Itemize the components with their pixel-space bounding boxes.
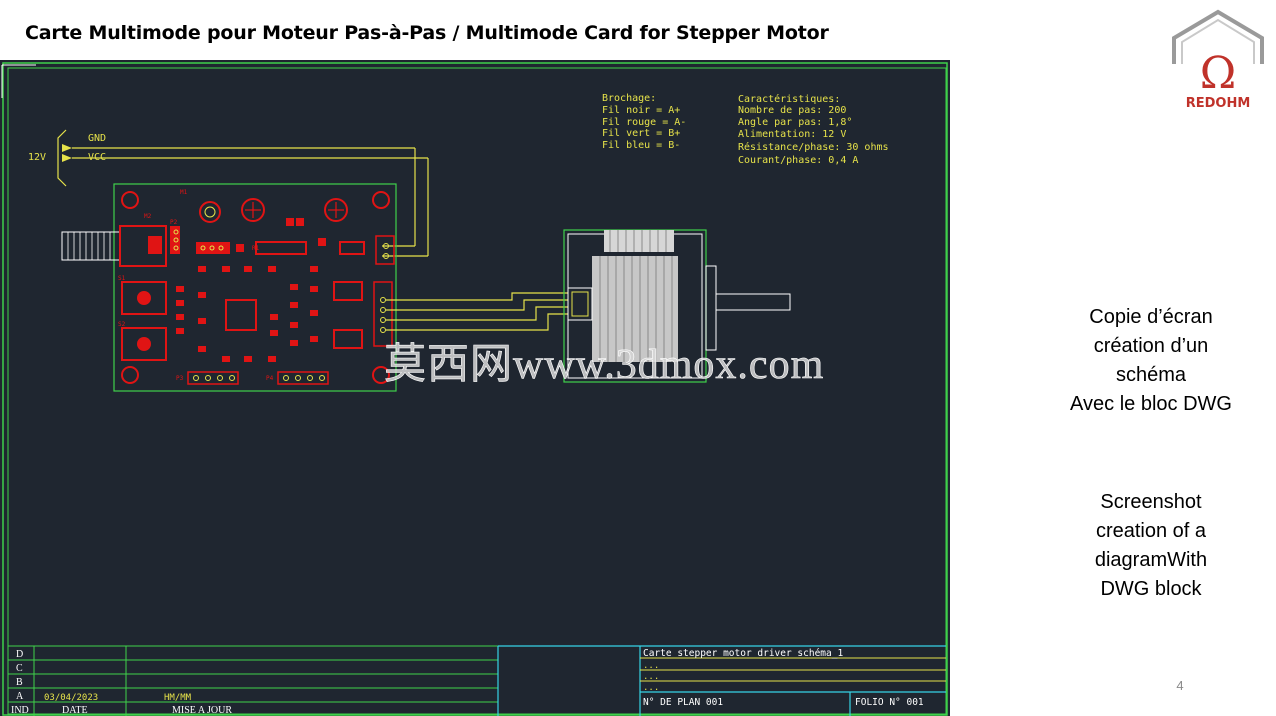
side-caption-french: Copie d’écran création d’un schéma Avec …: [1070, 306, 1232, 415]
potentiometer: [61, 225, 167, 267]
svg-text:Résistance/phase: 30 ohms: Résistance/phase: 30 ohms: [738, 141, 889, 153]
svg-text:B: B: [16, 677, 23, 688]
pinout-notes: Brochage: Fil noir = A+ Fil rouge = A- F…: [602, 93, 686, 151]
svg-text:Caractéristiques:: Caractéristiques:: [738, 93, 840, 105]
svg-text:Fil bleu = B-: Fil bleu = B-: [602, 140, 680, 151]
svg-text:Carte stepper motor driver sch: Carte stepper motor driver schéma_1: [643, 648, 843, 659]
cad-drawing: 12V GND VCC Brochage: Fil noir = A+ Fil …: [1, 62, 948, 716]
redohm-logo: Ω REDOHM: [1172, 9, 1264, 111]
svg-text:Brochage:: Brochage:: [602, 93, 656, 104]
svg-text:MISE A JOUR: MISE A JOUR: [172, 705, 232, 716]
svg-text:Angle par pas: 1,8°: Angle par pas: 1,8°: [738, 117, 852, 128]
svg-text:Nombre de pas: 200: Nombre de pas: 200: [738, 105, 846, 116]
svg-text:...: ...: [643, 661, 659, 671]
svg-text:S1: S1: [118, 275, 126, 282]
svg-text:P2: P2: [170, 219, 178, 226]
pcb-board: M1 M2 P2 S1 S2 P3 P4 R1: [61, 183, 397, 392]
svg-text:Alimentation: 12 V: Alimentation: 12 V: [738, 129, 846, 140]
power-connector: 12V GND VCC: [28, 129, 429, 257]
logo-text: REDOHM: [1186, 96, 1251, 111]
omega-icon: Ω: [1200, 48, 1236, 99]
svg-text:Fil rouge = A-: Fil rouge = A-: [602, 117, 686, 128]
watermark: 莫西网www.3dmox.com: [384, 342, 824, 388]
svg-text:Fil noir = A+: Fil noir = A+: [602, 105, 680, 116]
motor-specs-notes: Caractéristiques: Nombre de pas: 200 Ang…: [738, 93, 889, 166]
svg-text:M1: M1: [180, 189, 188, 196]
svg-text:S2: S2: [118, 321, 126, 328]
svg-text:FOLIO N° 001: FOLIO N° 001: [855, 697, 924, 708]
svg-text:N° DE PLAN 001: N° DE PLAN 001: [643, 697, 723, 708]
svg-text:12V: 12V: [28, 152, 46, 163]
svg-text:C: C: [16, 663, 23, 674]
svg-text:P3: P3: [176, 375, 184, 382]
svg-text:Fil vert = B+: Fil vert = B+: [602, 128, 680, 139]
cad-drawing-viewport[interactable]: 12V GND VCC Brochage: Fil noir = A+ Fil …: [0, 60, 950, 716]
svg-text:IND: IND: [11, 705, 29, 716]
svg-text:DATE: DATE: [62, 705, 88, 716]
push-buttons: [121, 281, 167, 361]
svg-text:A: A: [16, 691, 24, 702]
svg-text:P4: P4: [266, 375, 274, 382]
svg-text:R1: R1: [252, 245, 260, 252]
svg-text:HM/MM: HM/MM: [164, 693, 192, 703]
svg-text:D: D: [16, 649, 23, 660]
svg-text:Courant/phase: 0,4 A: Courant/phase: 0,4 A: [738, 155, 858, 166]
house-roof-icon: [1172, 9, 1264, 64]
stepper-motor: [563, 229, 791, 383]
motor-wires: [386, 292, 568, 331]
side-caption-english: Screenshot creation of a diagramWith DWG…: [1094, 491, 1208, 600]
drawing-border: [2, 62, 948, 716]
svg-text:GND: GND: [88, 133, 106, 144]
page-number: 4: [1176, 678, 1184, 693]
svg-text:03/04/2023: 03/04/2023: [44, 693, 98, 703]
svg-text:...: ...: [643, 683, 659, 693]
svg-text:M2: M2: [144, 213, 152, 220]
svg-text:...: ...: [643, 672, 659, 682]
title-block: D C B A IND DATE MISE A JOUR 03/04/2023 …: [8, 645, 946, 716]
slide-title: Carte Multimode pour Moteur Pas-à-Pas / …: [25, 22, 829, 44]
